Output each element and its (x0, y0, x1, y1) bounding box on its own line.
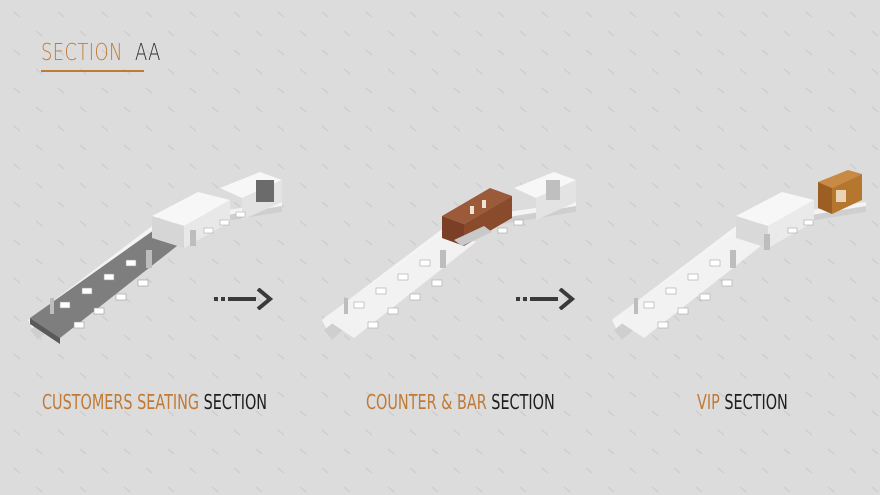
model-counter-bar (322, 172, 576, 340)
caption-vip: VIP SECTION (697, 390, 788, 414)
caption-highlight: VIP (697, 390, 720, 414)
caption-rest: SECTION (491, 390, 555, 414)
title-rest: AA (134, 40, 161, 66)
title-highlight: SECTION (41, 40, 123, 66)
arrow-right-icon (214, 288, 274, 310)
arrow-right-icon (516, 288, 576, 310)
model-customers-seating (28, 172, 282, 344)
caption-highlight: COUNTER & BAR (366, 390, 487, 414)
caption-highlight: CUSTOMERS SEATING (42, 390, 200, 414)
caption-customers-seating: CUSTOMERS SEATING SECTION (42, 390, 267, 414)
caption-counter-bar: COUNTER & BAR SECTION (366, 390, 555, 414)
title-underline (41, 70, 144, 72)
caption-rest: SECTION (724, 390, 788, 414)
model-vip (612, 170, 866, 340)
page-title: SECTION AA (41, 40, 161, 66)
caption-rest: SECTION (203, 390, 268, 414)
